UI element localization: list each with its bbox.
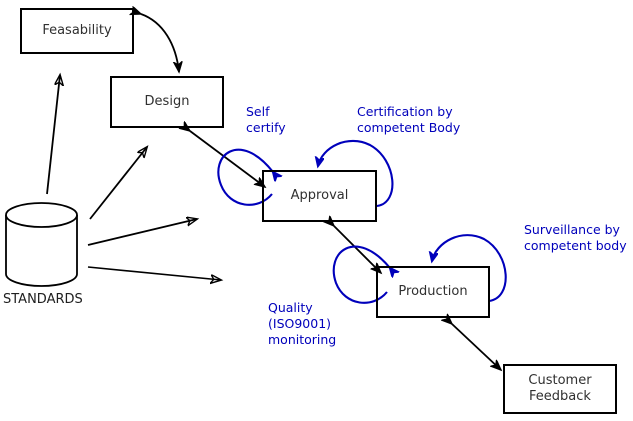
node-feasability[interactable]: Feasability <box>20 8 134 54</box>
connector-design-to-feasability <box>141 14 179 72</box>
connector-quality-monitoring-loop <box>332 245 390 304</box>
connector-approval-to-production <box>334 226 381 273</box>
standards-cylinder-shape <box>5 202 78 287</box>
annotation-quality-iso9001-monitoring: Quality (ISO9001) monitoring <box>268 300 337 347</box>
node-approval[interactable]: Approval <box>262 170 377 222</box>
annotation-self-certify: Self certify <box>246 104 286 135</box>
standards-store-label: STANDARDS <box>3 292 83 307</box>
node-design[interactable]: Design <box>110 76 224 128</box>
node-customer-feedback-label: Customer Feedback <box>528 373 592 404</box>
connector-standards-to-approval <box>87 219 197 246</box>
node-design-label: Design <box>144 94 190 109</box>
connector-self-certify-loop <box>217 148 273 206</box>
node-feasability-label: Feasability <box>42 23 112 38</box>
node-approval-label: Approval <box>290 188 349 203</box>
connector-production-to-customer-feedback <box>452 324 501 370</box>
connector-surveillance-loop <box>432 234 507 303</box>
connector-standards-to-feasability <box>46 75 60 195</box>
annotation-surveillance-by-competent-body: Surveillance by competent body <box>524 222 627 253</box>
annotation-certification-by-competent-body: Certification by competent Body <box>357 104 461 135</box>
connector-standards-to-design <box>89 147 147 220</box>
connector-standards-to-production <box>87 266 221 280</box>
node-customer-feedback[interactable]: Customer Feedback <box>503 364 617 414</box>
node-production-label: Production <box>398 284 468 299</box>
node-production[interactable]: Production <box>376 266 490 318</box>
connector-certification-loop <box>318 139 394 208</box>
connector-design-to-approval <box>190 131 265 187</box>
